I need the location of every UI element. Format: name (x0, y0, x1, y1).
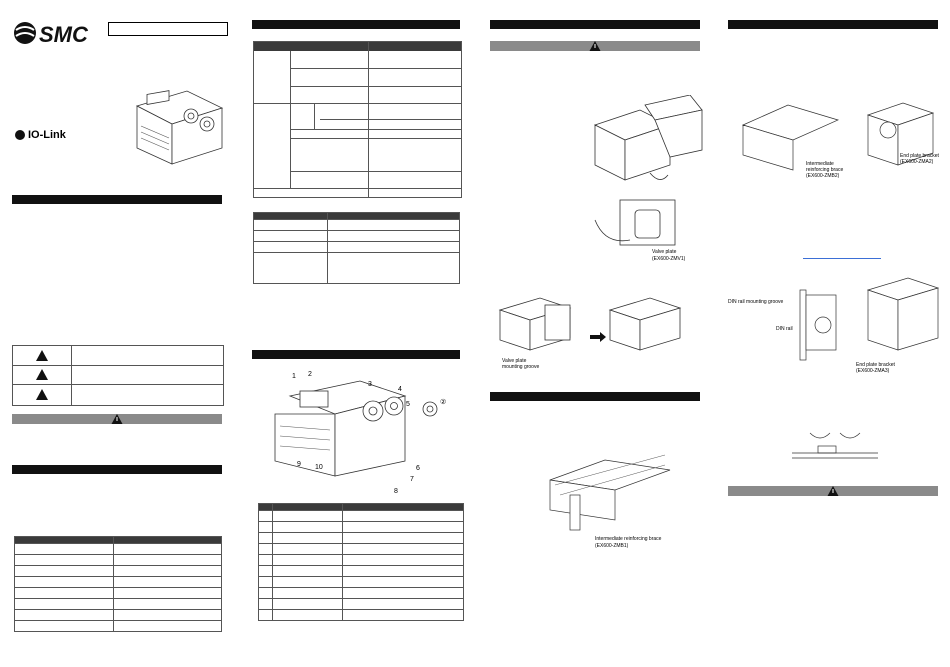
c4-end-bracket-label: End plate bracket (900, 153, 940, 159)
end-bracket2-code: (EX600-ZMA3) (856, 368, 890, 374)
warning-bar (12, 414, 222, 424)
callout-cap: ② (440, 398, 446, 406)
section-header-bar (490, 20, 700, 29)
callout-9: 9 (297, 461, 301, 468)
caution-bar (728, 486, 938, 496)
parts-diagram: 1 2 3 4 5 6 7 8 9 10 ② (274, 371, 446, 495)
din-rail-diagram: DIN rail mounting groove DIN rail End pl… (728, 277, 940, 374)
warning-triangle-icon (36, 350, 48, 361)
callout-1: 1 (292, 373, 296, 380)
caution-bar (490, 41, 700, 51)
callout-3: 3 (368, 381, 372, 388)
reinforcing-brace-diagram: Intermediate reinforcing brace (EX600-ZM… (549, 454, 671, 549)
warning-triangle-icon (36, 369, 48, 380)
warning-triangle-icon (827, 486, 839, 496)
callout-2: 2 (308, 371, 312, 378)
safety-signal-table (12, 345, 224, 406)
callout-8: 8 (394, 488, 398, 495)
callout-4: 4 (398, 386, 402, 393)
panel-drawing (792, 432, 878, 459)
document-number-box (108, 22, 228, 36)
valve-plate-label: Valve plate (652, 249, 677, 255)
spec-table-3 (252, 212, 460, 284)
section-header-bar (12, 465, 222, 474)
warning-triangle-icon (111, 414, 123, 424)
callout-10: 10 (315, 464, 323, 471)
valve-plate-diagram: Valve plate (EX600-ZMV1) (593, 95, 703, 262)
brace-label: Intermediate reinforcing brace (595, 536, 662, 542)
valve-plate-code: (EX600-ZMV1) (652, 256, 686, 262)
din-rail-label: DIN rail (776, 326, 793, 332)
c4-brace-code: (EX600-ZMB2) (806, 173, 840, 179)
smc-logo: SMC (14, 22, 89, 47)
section-header-bar (728, 20, 938, 29)
iolink-text: IO-Link (28, 129, 66, 141)
logo-text: SMC (39, 22, 89, 47)
c4-end-bracket-code: (EX600-ZMA2) (900, 159, 934, 165)
iolink-icon (15, 130, 25, 140)
parts-table (257, 503, 464, 621)
section-header-bar (490, 392, 700, 401)
callout-5: 5 (406, 401, 410, 408)
valve-plate-groove-label: Valve plate (502, 358, 527, 364)
product-image (135, 90, 224, 165)
callout-7: 7 (410, 476, 414, 483)
callout-6: 6 (416, 465, 420, 472)
section-header-bar (252, 20, 460, 29)
end-plate-bracket-diagram: Intermediate reinforcing brace (EX600-ZM… (741, 102, 940, 179)
section-header-bar (12, 195, 222, 204)
spec-table-2 (253, 41, 462, 198)
warning-triangle-icon (36, 389, 48, 400)
c4-brace-label-2: reinforcing brace (806, 167, 843, 173)
brace-code: (EX600-ZMB1) (595, 543, 629, 549)
c4-brace-label: Intermediate (806, 161, 834, 167)
din-groove-label: DIN rail mounting groove (728, 299, 784, 305)
mounting-groove-label: mounting groove (502, 364, 539, 370)
section-header-bar (252, 350, 460, 359)
iolink-mark: IO-Link (15, 129, 66, 141)
spec-table-1 (13, 536, 222, 632)
mounting-groove-diagram: Valve plate mounting groove (498, 297, 682, 370)
blue-link-underline[interactable] (803, 258, 881, 259)
warning-triangle-icon (589, 41, 601, 51)
end-bracket2-label: End plate bracket (856, 362, 896, 368)
